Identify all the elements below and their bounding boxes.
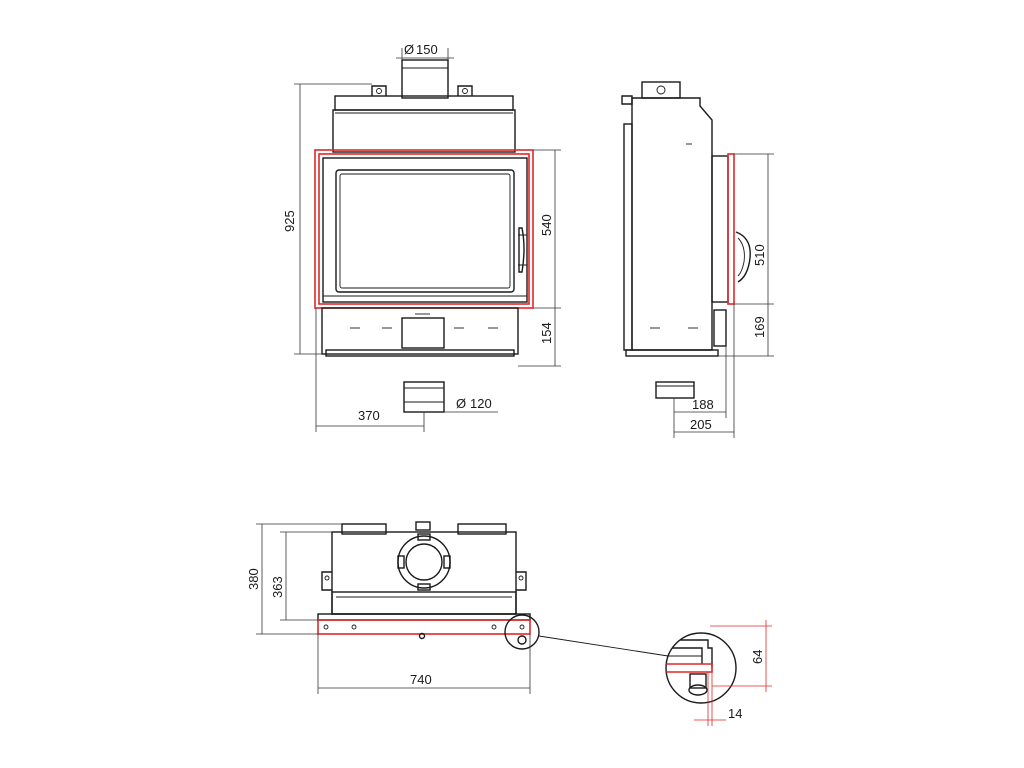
dim-bottom-offset: 154 [539,322,554,344]
dim-total-height: 925 [282,210,297,232]
detail-view: 64 14 [665,620,772,726]
dim-top-depth-body: 363 [270,576,285,598]
dim-air-inlet-offset: 370 [358,408,380,423]
door [322,157,528,303]
dim-air-inlet-diameter: 120 [470,396,492,411]
dim-top-width: 740 [410,672,432,687]
dim-top-depth-total: 380 [246,568,261,590]
dim-side-door-height: 510 [752,244,767,266]
side-view: 510 169 188 205 [621,81,774,438]
door-handle [518,227,525,273]
detail-callout-circle [504,614,540,650]
top-front-frame [317,619,531,635]
top-view: 380 363 740 [246,521,669,694]
air-inlet-pipe [403,381,445,413]
front-view: Ø 150 925 540 154 370 Ø 120 [282,42,561,432]
side-body [631,97,713,351]
dim-flue-diameter-symbol: Ø [404,42,414,57]
dim-air-inlet-diameter-symbol: Ø [456,396,466,411]
dim-total-depth: 205 [690,417,712,432]
side-door [711,155,729,303]
glass-window [335,169,515,293]
detail-circle [665,632,737,704]
dim-detail-offset: 14 [728,706,742,721]
side-handle [735,231,751,283]
side-door-frame [727,153,735,305]
dim-side-bottom-offset: 169 [752,316,767,338]
side-air-inlet-pipe [655,381,695,399]
dim-detail-height: 64 [750,650,765,664]
air-inlet-box [401,317,445,349]
dim-flue-diameter: 150 [416,42,438,57]
upper-body [332,109,516,153]
dim-door-height: 540 [539,214,554,236]
dim-inlet-depth: 188 [692,397,714,412]
lower-body [321,307,519,355]
flue-pipe [401,59,449,99]
